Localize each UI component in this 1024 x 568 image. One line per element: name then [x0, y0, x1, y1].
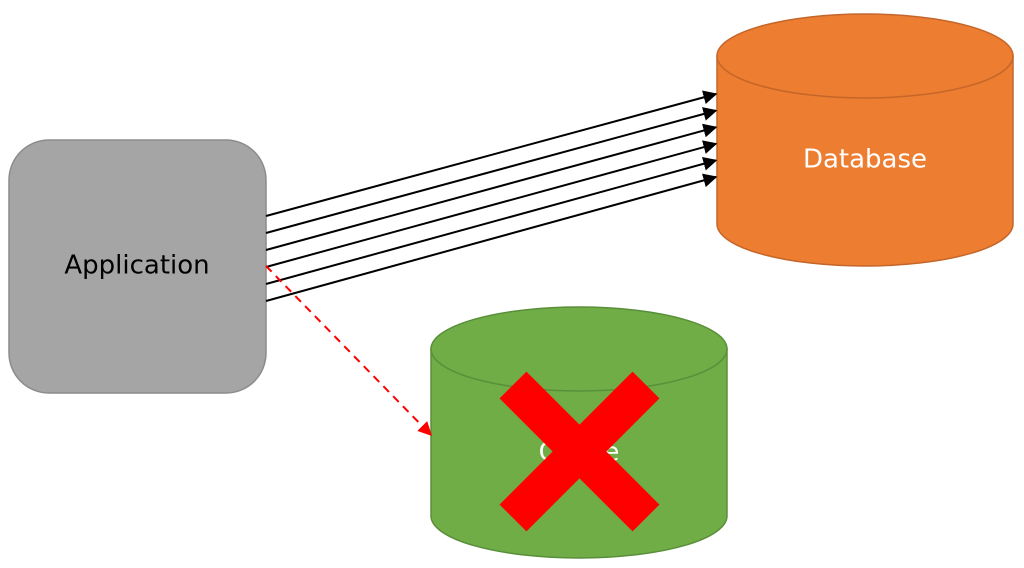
database-request-arrow [265, 140, 718, 268]
application-node: Application [8, 139, 267, 394]
database-node: Database [716, 13, 1014, 267]
red-x-icon [499, 371, 660, 532]
database-request-arrow [265, 173, 718, 302]
application-to-cache-connector [265, 265, 432, 437]
database-request-arrow [265, 90, 718, 217]
application-label: Application [64, 251, 209, 281]
database-request-arrow [265, 156, 718, 285]
database-request-arrow [265, 107, 718, 234]
database-label: Database [803, 145, 927, 175]
cache-cylinder-top [430, 306, 728, 392]
database-cylinder-body [716, 55, 1014, 267]
application-to-database-connectors [265, 90, 718, 302]
red-x-stroke [499, 371, 660, 532]
database-cylinder-top [716, 13, 1014, 99]
database-request-arrow [265, 123, 718, 251]
